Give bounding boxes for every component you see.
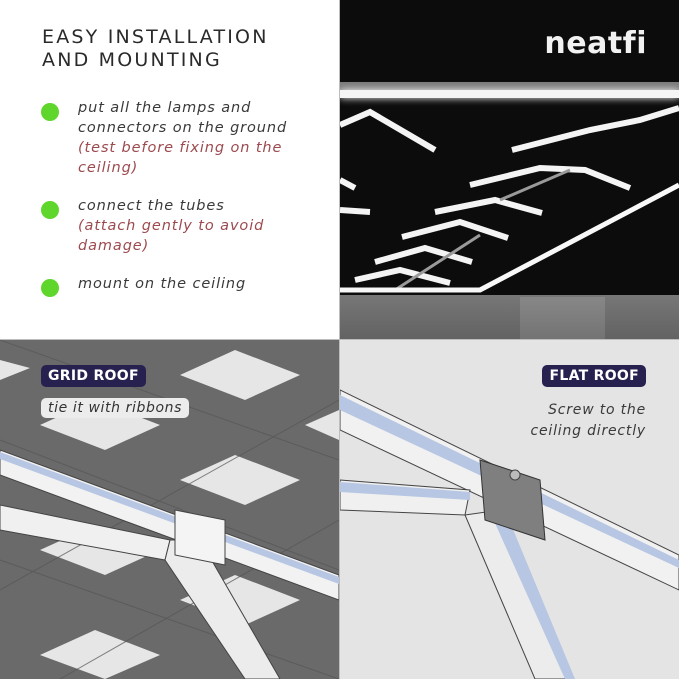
title-line-2: AND MOUNTING — [42, 49, 222, 71]
wall — [340, 295, 679, 339]
flat-roof-panel: FLAT ROOF Screw to the ceiling directly — [340, 340, 679, 679]
flat-roof-description: Screw to the ceiling directly — [531, 400, 647, 442]
step-note: (test before fixing on the ceiling) — [78, 140, 283, 176]
step-text: connect the tubes — [78, 198, 225, 214]
grid-roof-badge: GRID ROOF — [41, 365, 146, 387]
step-item: mount on the ceiling — [40, 274, 330, 297]
grid-roof-description: tie it with ribbons — [41, 398, 189, 418]
bullet-dot-icon — [41, 279, 59, 297]
horizontal-divider — [0, 339, 679, 340]
ceiling-light-strip — [340, 90, 679, 98]
step-item: connect the tubes (attach gently to avoi… — [40, 196, 330, 256]
installation-instructions-panel: EASY INSTALLATION AND MOUNTING put all t… — [0, 0, 339, 339]
step-item: put all the lamps and connectors on the … — [40, 98, 330, 178]
ceiling-lights-photo: neatfi — [340, 0, 679, 339]
brand-logo: neatfi — [544, 26, 647, 61]
flat-roof-description-line-1: Screw to the — [548, 402, 646, 418]
ceiling-edge — [340, 82, 679, 90]
hexagon-lights-illustration — [340, 105, 679, 339]
step-text: put all the lamps and connectors on the … — [78, 100, 288, 136]
step-text: mount on the ceiling — [78, 276, 247, 292]
bullet-dot-icon — [41, 201, 59, 219]
step-note: (attach gently to avoid damage) — [78, 218, 265, 254]
grid-roof-panel: GRID ROOF tie it with ribbons — [0, 340, 339, 679]
bullet-dot-icon — [41, 103, 59, 121]
grid-roof-illustration — [0, 340, 339, 679]
steps-list: put all the lamps and connectors on the … — [40, 98, 330, 312]
flat-roof-illustration — [340, 389, 679, 679]
flat-roof-badge: FLAT ROOF — [542, 365, 646, 387]
flat-roof-description-line-2: ceiling directly — [530, 423, 646, 439]
section-title: EASY INSTALLATION AND MOUNTING — [42, 26, 269, 72]
title-line-1: EASY INSTALLATION — [42, 26, 269, 48]
